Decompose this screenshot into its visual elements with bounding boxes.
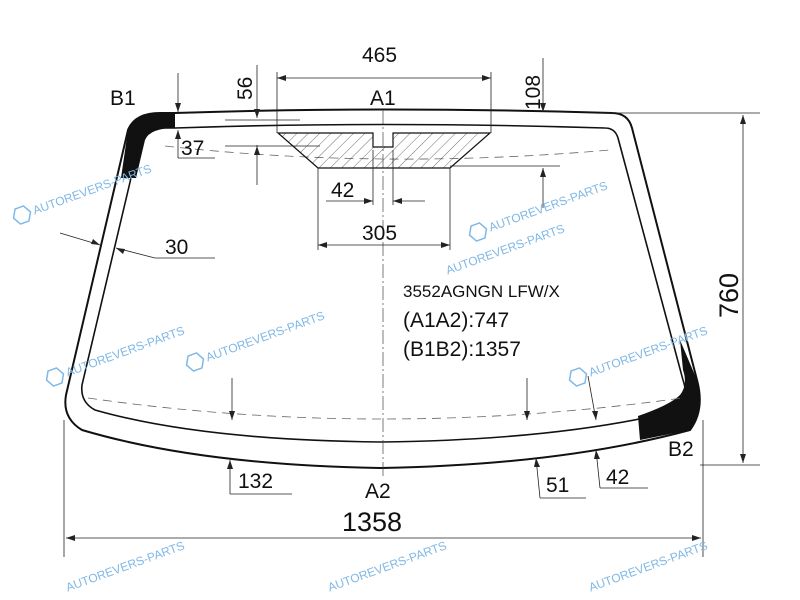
watermark: AUTOREVERS-PARTS <box>326 538 449 594</box>
distance-a1a2: (A1A2):747 <box>403 309 509 332</box>
dim-bottom-left: 132 <box>238 470 273 493</box>
distance-b1b2: (B1B2):1357 <box>403 338 521 361</box>
label-b1: B1 <box>110 87 136 110</box>
svg-text:AUTOREVERS-PARTS: AUTOREVERS-PARTS <box>444 221 567 277</box>
svg-text:AUTOREVERS-PARTS: AUTOREVERS-PARTS <box>64 538 187 594</box>
watermark: AUTOREVERS-PARTS <box>185 308 327 372</box>
label-b2: B2 <box>668 438 694 461</box>
dim-notch: 42 <box>331 179 354 202</box>
part-code: 3552AGNGN LFW/X <box>403 282 560 301</box>
svg-text:AUTOREVERS-PARTS: AUTOREVERS-PARTS <box>204 308 327 364</box>
svg-text:AUTOREVERS-PARTS: AUTOREVERS-PARTS <box>326 538 449 594</box>
svg-text:AUTOREVERS-PARTS: AUTOREVERS-PARTS <box>587 538 710 594</box>
dim-left-band: 37 <box>181 137 204 160</box>
svg-text:AUTOREVERS-PARTS: AUTOREVERS-PARTS <box>31 161 154 217</box>
dim-right-top: 108 <box>522 75 545 110</box>
dim-total-width: 1358 <box>342 507 402 537</box>
arrowheads <box>66 75 746 541</box>
dashed-bottom-line <box>87 397 683 420</box>
dim-height: 760 <box>714 273 744 318</box>
watermark: AUTOREVERS-PARTS <box>587 538 710 594</box>
watermark: AUTOREVERS-PARTS <box>444 221 567 277</box>
glass-outer-outline <box>64 108 701 470</box>
watermark: AUTOREVERS-PARTS <box>12 161 154 225</box>
label-a1: A1 <box>370 87 396 110</box>
label-a2: A2 <box>365 480 391 503</box>
dashed-top-line <box>164 145 611 160</box>
dim-left-top: 56 <box>234 77 257 100</box>
watermark: AUTOREVERS-PARTS <box>64 538 187 594</box>
dim-top-width: 465 <box>362 44 397 67</box>
dim-bracket-bottom: 305 <box>362 222 397 245</box>
watermark: AUTOREVERS-PARTS <box>45 323 187 387</box>
dim-side-band: 30 <box>165 236 188 259</box>
sensor-bracket-area <box>276 132 492 169</box>
dim-bottom-right: 51 <box>546 474 569 497</box>
dim-bottom-corner: 42 <box>606 466 629 489</box>
black-band-bottom-right <box>638 340 700 440</box>
svg-text:AUTOREVERS-PARTS: AUTOREVERS-PARTS <box>64 323 187 379</box>
glass-inner-outline <box>80 123 687 443</box>
